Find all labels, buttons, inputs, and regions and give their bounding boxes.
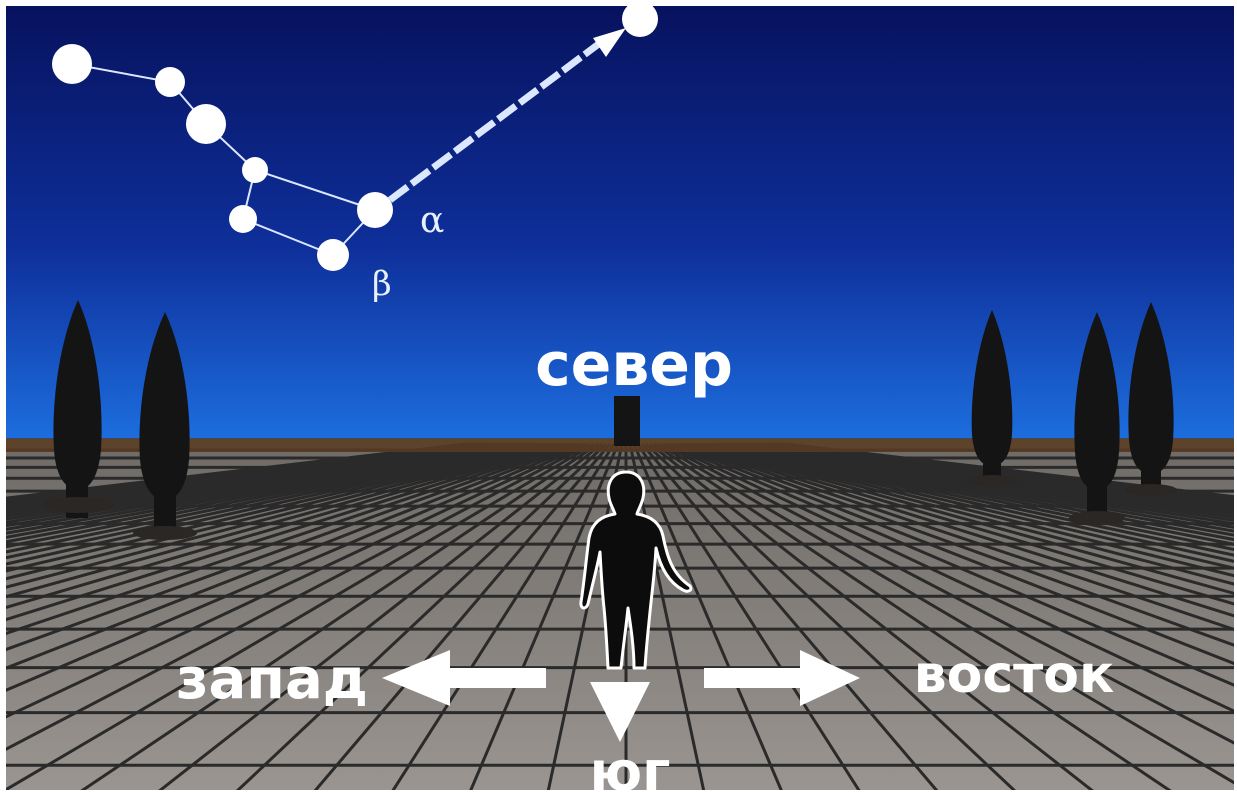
grid-line [765,442,1234,509]
grid-line [6,442,539,560]
grid-line [313,443,612,790]
grid-line [644,442,1017,790]
grid-line [6,442,583,692]
north-label: север [535,330,733,400]
grid-line [158,442,603,790]
grid-line [657,442,1234,785]
grid-line [6,442,555,589]
east-label: восток [914,645,1115,705]
grid-line [80,442,599,790]
tree-icon [1125,302,1177,496]
grid-line [693,442,1234,595]
grid-line [757,442,1234,514]
tree-icon [966,310,1018,487]
grid-line [6,442,531,549]
grid-line [6,442,483,508]
grid-line [6,442,579,670]
grid-line [6,442,571,636]
grid-line [697,442,1234,586]
north-marker-post [614,396,640,446]
star-icon [155,67,185,97]
grid-line [745,442,1234,523]
grid-line [6,442,587,719]
star-icon [186,104,226,144]
grid-line [640,443,939,790]
grid-line [749,442,1234,519]
south-arrow-icon [590,682,650,742]
alpha-label: α [420,200,444,241]
grid-line [6,442,519,535]
grid-line [661,442,1234,745]
grid-line [665,442,1234,713]
pointer-arrow-icon [593,28,626,57]
south-label: юг [590,740,671,792]
trees [42,300,1177,540]
grid-line [6,442,523,539]
grid-line [6,442,551,581]
grid-line [769,442,1234,507]
big-dipper-constellation: α β [52,1,658,304]
grid-line [753,442,1234,517]
grid-line [6,442,575,652]
grid-line [729,442,1234,537]
grid-line [632,443,783,790]
star-icon-beta [317,239,349,271]
grid-line [636,443,861,790]
grid-line [6,442,511,528]
beta-label: β [372,264,392,304]
star-icon [52,44,92,84]
grid-line [705,442,1234,570]
star-icon-alpha [357,192,393,228]
grid-line [773,442,1234,504]
direction-arrows [382,650,860,742]
grid-line [6,442,543,566]
grid-line [733,442,1234,533]
pointer-line [387,37,607,203]
grid-line [653,442,1172,790]
grid-line [677,442,1234,647]
grid-line [709,442,1234,563]
grid-line [6,442,563,609]
star-icon [242,157,268,183]
sky [6,6,1234,444]
grid-line [761,442,1234,511]
grid-line [6,442,591,751]
person-icon [579,470,693,670]
west-arrow-icon [382,650,546,706]
east-arrow-icon [704,650,860,706]
grid-line [721,442,1234,546]
grid-line [6,442,567,622]
grid-line [6,442,503,521]
grid-line [673,442,1234,666]
grid-line [6,442,559,599]
grid-line [649,442,1094,790]
tree-icon [42,300,114,518]
grid-line [717,442,1234,552]
grid-line [685,442,1234,618]
ground-grid [6,438,1234,790]
star-icon [229,205,257,233]
grid-line [681,442,1234,632]
west-label: запад [176,647,368,712]
grid-line [6,442,507,524]
polaris-star-icon [622,1,658,37]
grid-line [391,443,616,790]
grid-line [6,442,547,573]
grid-line [689,442,1234,606]
grid-line [6,442,595,790]
grid-line [6,442,479,506]
grid-line [669,442,1234,687]
grid-line [701,442,1234,578]
grid-line [6,442,535,554]
grid-line [6,442,527,544]
grid-line [235,442,608,790]
grid-line [725,442,1234,542]
tree-icon [1069,312,1125,525]
tree-icon [133,312,197,540]
grid-line [469,443,620,790]
grid-line [713,442,1234,557]
grid-line [737,442,1234,529]
